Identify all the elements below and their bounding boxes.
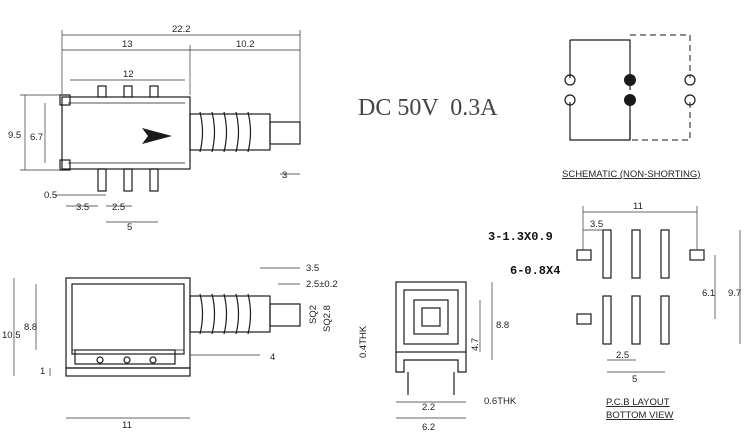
pcb-layout (576, 206, 741, 373)
dim-front-h1: 4.7 (470, 338, 481, 351)
dim-side-length: 11 (122, 420, 132, 431)
dim-body-length: 13 (122, 39, 133, 50)
dim-pin-pitch-a: 3.5 (76, 202, 89, 213)
bottom-view-label: BOTTOM VIEW (606, 410, 673, 421)
dim-pcb-pitch: 3.5 (590, 219, 603, 230)
dim-front-pin-thk: 0.6THK (484, 396, 517, 407)
dim-pcb-p1: 2.5 (616, 350, 629, 361)
front-view (395, 281, 493, 419)
dim-front-w2: 6.2 (422, 422, 435, 433)
side-section-view (13, 267, 301, 419)
dim-front-h2: 8.8 (496, 320, 509, 331)
dim-offset-small: 0.5 (44, 190, 57, 201)
dim-pin-span: 12 (123, 69, 134, 80)
schematic-label: SCHEMATIC (NON-SHORTING) (562, 169, 700, 180)
dim-stem-depth: 4 (270, 352, 275, 363)
dim-front-w1: 2.2 (422, 402, 435, 413)
dim-side-height: 10.5 (2, 330, 21, 341)
dim-pcb-h2: 9.7 (728, 288, 741, 299)
dim-pcb-p2: 5 (632, 374, 637, 385)
dim-pin-pitch-c: 5 (127, 222, 132, 233)
dim-pin-pitch-b: 2.5 (112, 202, 125, 213)
dim-pcb-w: 11 (633, 201, 643, 212)
dim-stem-width: 2.5±0.2 (306, 279, 338, 290)
dim-stem-sq: SQ2 (308, 305, 319, 324)
pcb-label: P.C.B LAYOUT (606, 397, 670, 408)
dim-plunger-length: 10.2 (236, 39, 255, 50)
dim-stem-sq-b: SQ2.8 (322, 305, 333, 332)
callout-pads-large: 3-1.3X0.9 (488, 230, 553, 244)
rating-label: DC 50V 0.3A (358, 95, 498, 121)
dim-plunger-tip: 3 (282, 170, 287, 181)
dim-side-base: 1 (40, 366, 45, 377)
dim-side-offset: 3.5 (306, 263, 319, 274)
dim-pcb-h1: 6.1 (702, 288, 715, 299)
dim-total-length: 22.2 (172, 24, 191, 35)
side-view-top (20, 30, 301, 223)
dim-inner-height: 6.7 (30, 132, 43, 143)
dim-side-inner: 8.8 (24, 322, 37, 333)
dim-front-thk: 0.4THK (358, 325, 369, 358)
dim-height: 9.5 (8, 130, 21, 141)
schematic (564, 34, 696, 141)
callout-pads-small: 6-0.8X4 (510, 264, 560, 278)
